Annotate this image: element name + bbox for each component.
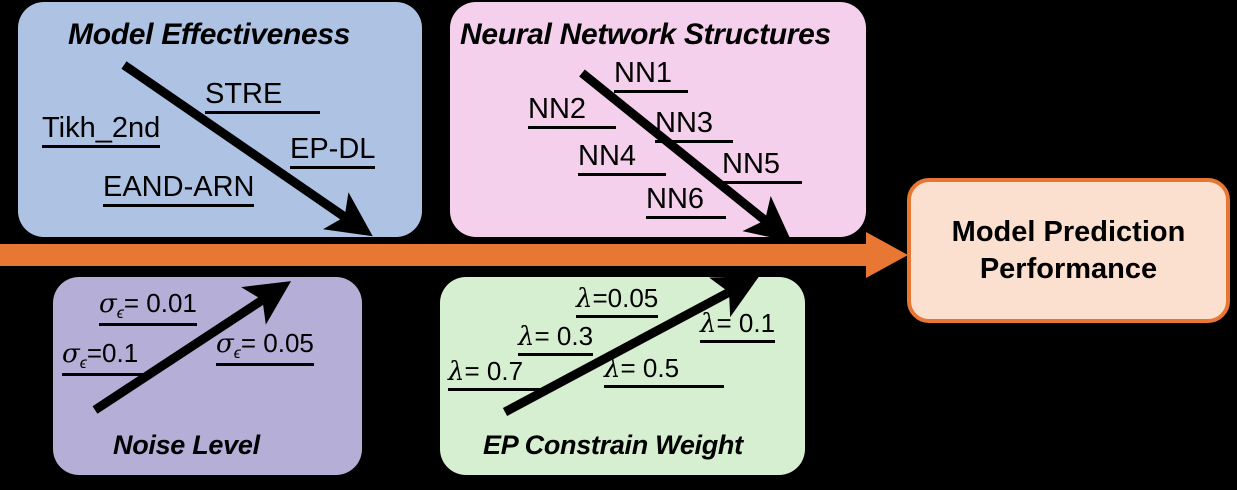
factor-sigma-0-01: σϵ= 0.01 [99, 288, 197, 327]
panel-title-ep-constrain-weight: EP Constrain Weight [483, 430, 743, 460]
factor-ep-dl: EP-DL [290, 134, 376, 169]
epsilon-subscript: ϵ [116, 304, 124, 323]
epsilon-subscript: ϵ [233, 344, 241, 363]
output-box-model-prediction-performance: Model Prediction Performance [907, 178, 1230, 323]
sigma-symbol: σ [62, 339, 80, 369]
factor-value: = 0.01 [123, 288, 197, 318]
panel-title-noise-level: Noise Level [113, 430, 260, 460]
factor-lambda-0-1: λ= 0.1 [700, 308, 776, 343]
factor-sigma-0-05: σϵ= 0.05 [216, 328, 314, 367]
factor-sigma-0-1: σϵ=0.1 [62, 338, 154, 377]
factor-nn2: NN2 [528, 94, 616, 129]
factor-value: = 0.7 [464, 356, 524, 386]
lambda-symbol: λ [518, 322, 535, 352]
factor-nn6: NN6 [646, 184, 726, 219]
factor-value: = 0.1 [716, 308, 776, 338]
factor-nn4: NN4 [578, 141, 666, 176]
sigma-symbol: σ [99, 289, 117, 319]
panel-title-model-effectiveness: Model Effectiveness [68, 18, 351, 51]
factor-value: = 0.3 [534, 321, 594, 351]
factor-nn1: NN1 [614, 58, 688, 93]
factor-value: =0.1 [86, 338, 139, 368]
factor-nn3: NN3 [655, 108, 733, 143]
factor-value: = 0.5 [620, 353, 680, 383]
lambda-symbol: λ [576, 284, 593, 314]
panel-title-neural-network-structures: Neural Network Structures [460, 18, 831, 51]
factor-tikh-2nd: Tikh_2nd [42, 113, 161, 148]
factor-nn5: NN5 [722, 149, 802, 184]
factor-value: = 0.05 [240, 328, 314, 358]
lambda-symbol: λ [604, 354, 621, 384]
factor-lambda-0-05: λ=0.05 [576, 283, 659, 318]
lambda-symbol: λ [700, 309, 717, 339]
factor-stre: STRE [205, 79, 320, 114]
output-label: Model Prediction Performance [951, 216, 1186, 285]
factor-lambda-0-3: λ= 0.3 [518, 321, 594, 356]
factor-lambda-0-7: λ= 0.7 [448, 356, 543, 391]
epsilon-subscript: ϵ [79, 354, 87, 373]
sigma-symbol: σ [216, 329, 234, 359]
factor-eand-arn: EAND-ARN [103, 172, 255, 207]
factor-value: =0.05 [592, 283, 659, 313]
lambda-symbol: λ [448, 357, 465, 387]
factor-lambda-0-5: λ= 0.5 [604, 353, 724, 388]
